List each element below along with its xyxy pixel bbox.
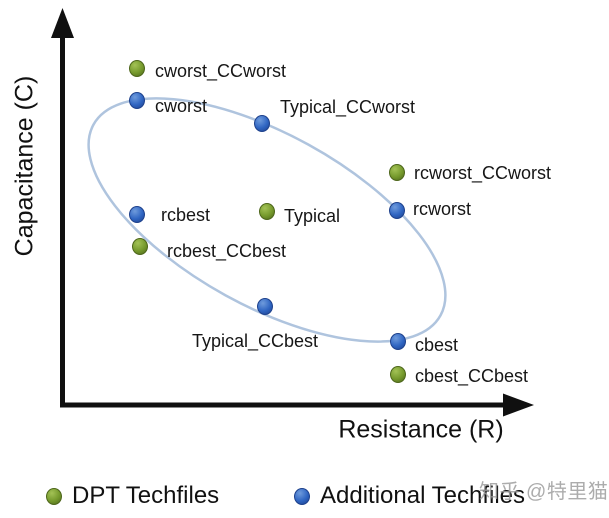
point-dot-Typical_CCworst [254,114,270,132]
point-dot-cbest_CCbest [390,365,406,383]
corner-ellipse [87,97,447,343]
point-dot-rcbest [129,205,145,223]
point-dot-rcworst [389,201,405,219]
y-axis-arrowhead-icon [51,8,74,38]
point-label-cbest: cbest [415,335,459,355]
point-dot-cworst_CCworst [129,59,145,77]
point-label-Typical_CCbest: Typical_CCbest [192,331,319,351]
point-dot-cworst [129,91,145,109]
point-label-Typical_CCworst: Typical_CCworst [280,97,416,117]
point-label-rcbest: rcbest [161,205,211,225]
y-axis-label: Capacitance (C) [10,75,39,257]
point-label-rcworst_CCworst: rcworst_CCworst [414,163,552,183]
x-axis-arrowhead-icon [503,393,534,417]
point-label-cbest_CCbest: cbest_CCbest [415,366,529,386]
point-label-cworst: cworst [155,96,208,116]
point-dot-rcworst_CCworst [389,163,405,181]
point-dot-rcbest_CCbest [132,237,148,255]
point-dot-Typical_CCbest [257,297,273,315]
point-label-rcbest_CCbest: rcbest_CCbest [167,241,287,261]
point-label-cworst_CCworst: cworst_CCworst [155,61,287,81]
watermark: 知乎 @特里猫 [479,481,609,503]
point-dot-Typical [259,202,275,220]
x-axis-label: Resistance (R) [338,415,504,444]
point-dot-cbest [390,332,406,350]
point-label-Typical: Typical [284,206,341,226]
point-label-rcworst: rcworst [413,199,471,219]
